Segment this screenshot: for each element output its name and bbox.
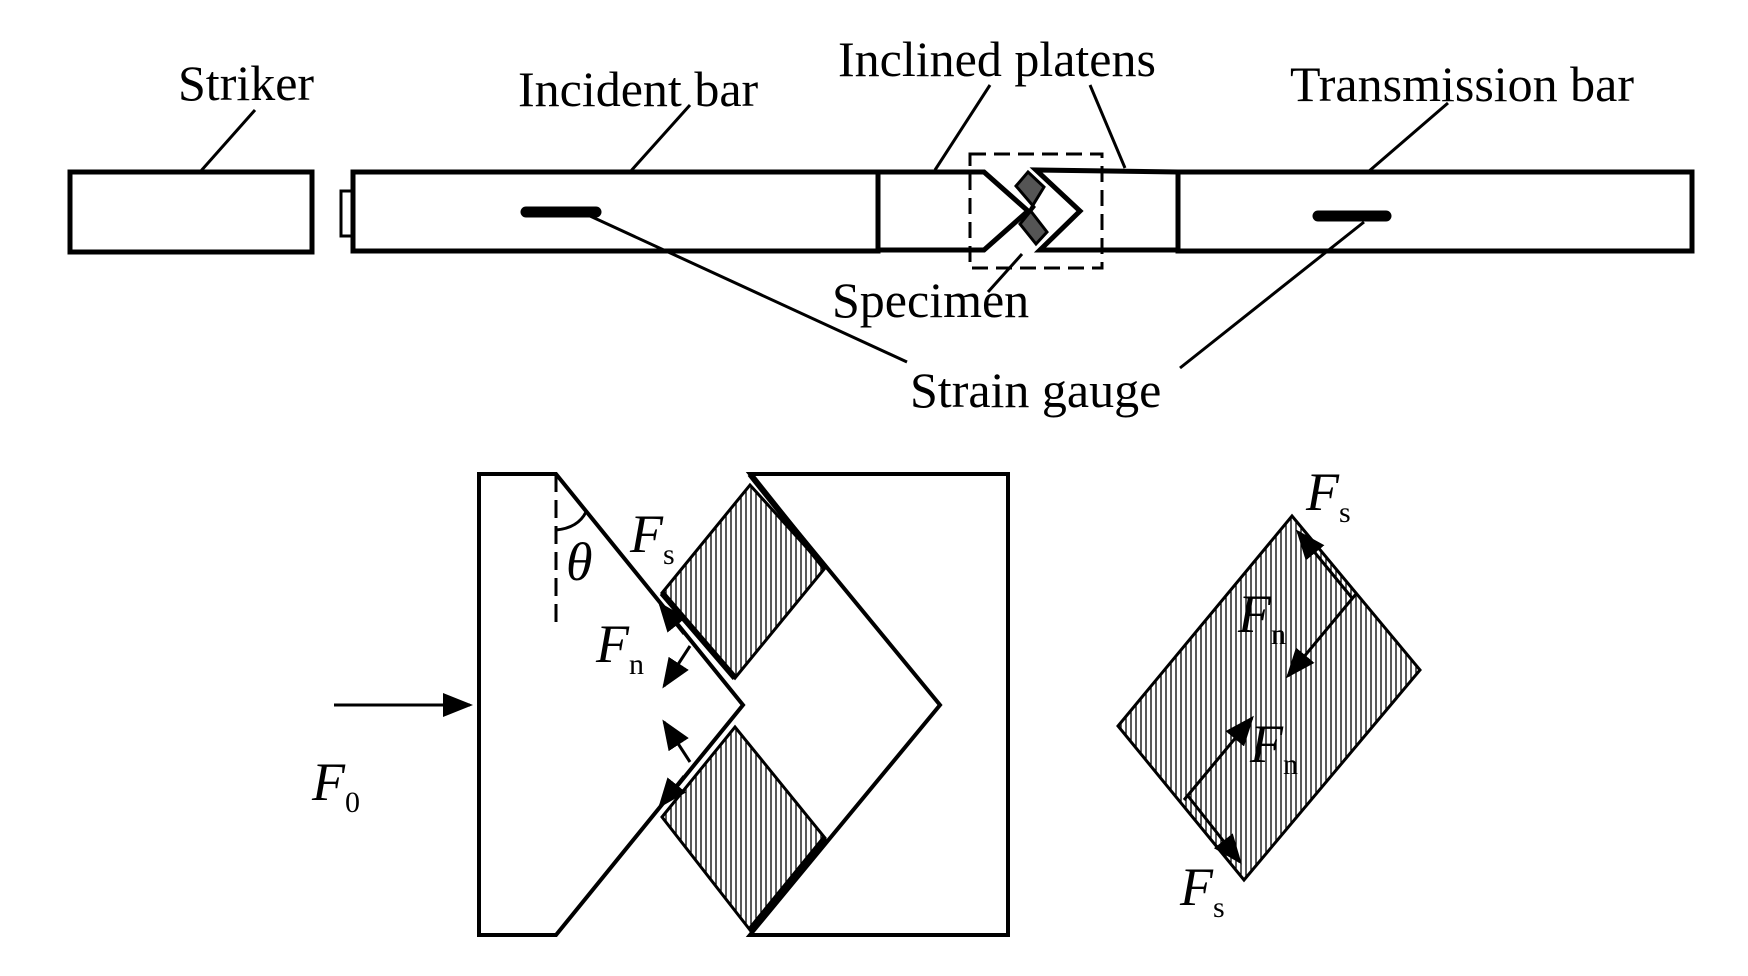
incident-bar-leader [628, 103, 692, 174]
detail-platen-right-edge-lower [747, 836, 828, 932]
force-fn-label-upper: Fn [595, 614, 644, 681]
strain-gauge-leader-right [1179, 220, 1365, 370]
force-fs-label-upper: Fs [629, 504, 675, 571]
force-fn-arrow-lower [662, 719, 692, 763]
inclined-platens-leader-right [1088, 84, 1127, 169]
force-fs-arrow-lower [658, 775, 687, 809]
detail-box [968, 152, 1104, 270]
fbd-fn-arrow-bottom [1182, 715, 1254, 801]
theta-symbol: θ [566, 532, 593, 592]
transmission-bar-label: Transmission bar [1290, 56, 1634, 112]
transmission-bar-leader [1367, 101, 1449, 174]
detail-platen-left [477, 472, 746, 937]
fbd-fs-arrow-bottom [1186, 795, 1242, 865]
striker-bar [67, 169, 315, 255]
specimen-label: Specimen [832, 272, 1029, 328]
specimen-small [1014, 169, 1049, 247]
striker-leader [198, 109, 257, 173]
inclined-platens-leader-left [933, 84, 992, 171]
fbd-specimen [1116, 513, 1422, 883]
incident-bar-label: Incident bar [518, 61, 759, 117]
force-f0-label: F0 [311, 752, 360, 819]
strain-gauge-leader-left [589, 214, 908, 364]
detail-platen-right-edge-upper [747, 472, 828, 570]
force-fs-arrow-upper [658, 601, 687, 635]
strain-gauge-label: Strain gauge [910, 362, 1161, 418]
fbd-fn-label-bottom: Fn [1249, 714, 1298, 781]
inclined-platen-right [1029, 167, 1181, 253]
detail-platen-right [745, 472, 1010, 937]
specimen-free-body: Fs Fn Fn Fs [1116, 462, 1422, 924]
platen-detail-view: θ F0 Fs Fn [311, 472, 1010, 937]
fbd-fs-label-bottom: Fs [1179, 857, 1225, 924]
inclined-platens-label: Inclined platens [838, 31, 1156, 87]
force-fn-arrow-upper [662, 645, 692, 689]
fbd-fn-label-top: Fn [1237, 584, 1286, 651]
inclined-platen-left [875, 169, 1032, 253]
fbd-fs-label-top: Fs [1305, 462, 1351, 529]
fbd-fn-arrow-top [1286, 593, 1358, 679]
transmission-bar [1175, 169, 1695, 254]
apparatus-view: Striker Incident bar Transmission bar In… [67, 31, 1695, 418]
fbd-fs-arrow-top [1296, 529, 1354, 599]
striker-label: Striker [178, 55, 314, 111]
incident-bar [350, 169, 881, 254]
specimen-leader [986, 252, 1024, 294]
theta-arc [555, 511, 588, 532]
